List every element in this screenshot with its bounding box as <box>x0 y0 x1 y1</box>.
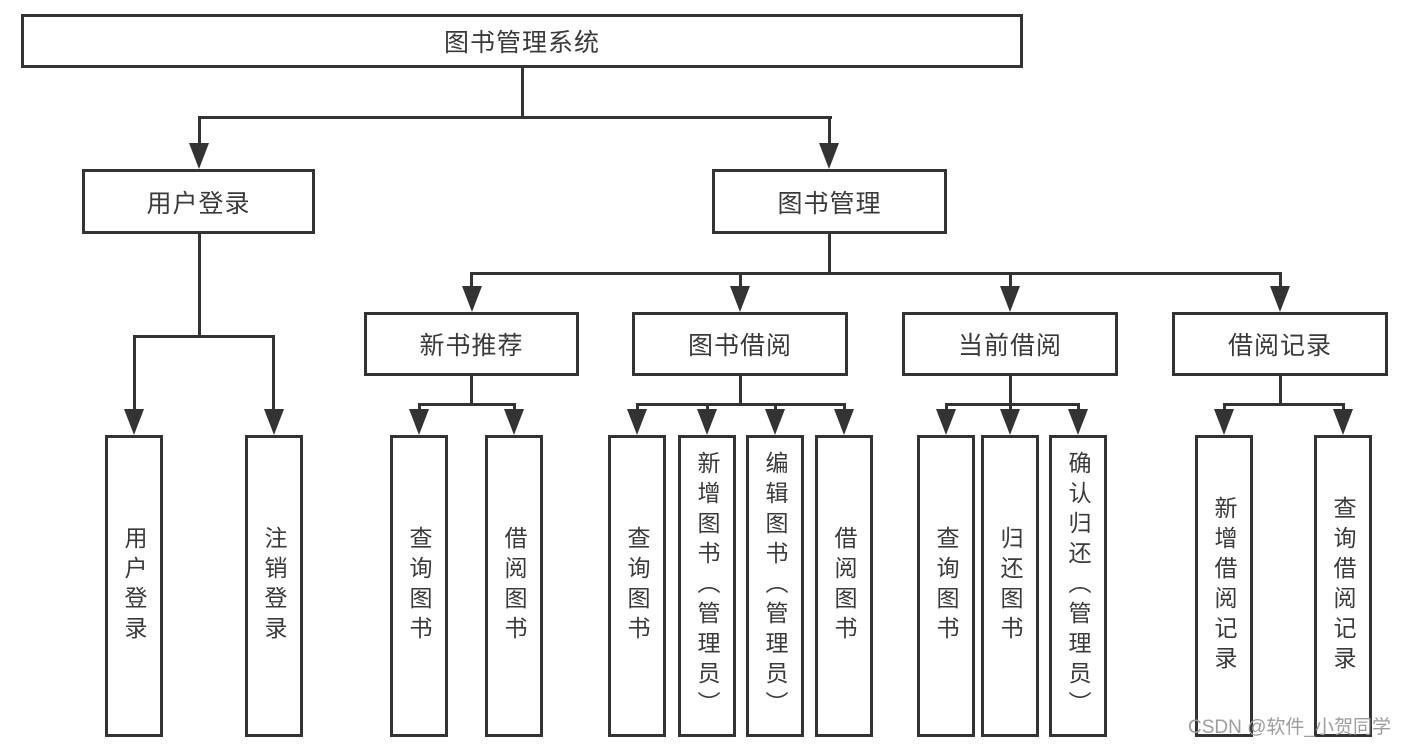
connector-line <box>1076 403 1080 413</box>
node-book-management-label: 图书管理 <box>777 189 882 218</box>
connector-line <box>827 234 831 272</box>
connector-line <box>1222 403 1345 406</box>
arrow-down-icon <box>697 409 717 435</box>
leaf-return-books: 归还图书 <box>981 435 1039 737</box>
connector-line <box>635 403 639 413</box>
arrow-down-icon <box>409 409 429 435</box>
connector-line <box>635 403 846 406</box>
connector-line <box>417 403 516 406</box>
arrow-down-icon <box>461 286 482 312</box>
leaf-borrow-books-2: 借阅图书 <box>815 435 873 737</box>
connector-line <box>197 234 201 335</box>
connector-line <box>132 335 136 411</box>
leaf-label: 查询借阅记录 <box>1330 496 1356 676</box>
connector-line <box>1008 272 1012 288</box>
connector-line <box>773 403 777 413</box>
connector-line <box>842 403 846 413</box>
leaf-label: 查询图书 <box>624 526 650 646</box>
arrow-down-icon <box>263 409 284 435</box>
connector-line <box>1278 376 1282 403</box>
connector-line <box>417 403 421 413</box>
arrow-down-icon <box>1214 409 1234 435</box>
node-current-borrow-label: 当前借阅 <box>957 332 1062 360</box>
leaf-label: 确认归还（管理员） <box>1065 451 1091 721</box>
arrow-down-icon <box>1000 286 1020 312</box>
connector-line <box>272 335 275 411</box>
node-root: 图书管理系统 <box>21 14 1023 68</box>
leaf-query-books-3: 查询图书 <box>917 435 975 737</box>
leaf-confirm-return-admin: 确认归还（管理员） <box>1049 435 1107 737</box>
node-new-book-recommend-label: 新书推荐 <box>419 332 524 360</box>
connector-line <box>738 272 742 288</box>
leaf-query-books-1: 查询图书 <box>390 435 448 737</box>
connector-line <box>1278 272 1282 288</box>
connector-line <box>944 403 948 413</box>
leaf-user-login: 用户登录 <box>105 435 163 737</box>
arrow-down-icon <box>1068 409 1088 435</box>
arrow-down-icon <box>936 409 956 435</box>
leaf-label: 编辑图书（管理员） <box>762 451 788 721</box>
node-borrow-records-label: 借阅记录 <box>1227 332 1332 360</box>
arrow-down-icon <box>504 409 524 435</box>
arrow-down-icon <box>1000 409 1020 435</box>
connector-line <box>1222 403 1226 413</box>
leaf-label: 查询图书 <box>933 526 959 646</box>
leaf-add-borrow-record: 新增借阅记录 <box>1195 435 1253 737</box>
node-current-borrow: 当前借阅 <box>902 312 1118 376</box>
connector-line <box>520 68 524 116</box>
leaf-query-borrow-record: 查询借阅记录 <box>1314 435 1372 737</box>
connector-line <box>705 403 709 413</box>
connector-line <box>470 272 1282 275</box>
node-book-borrow: 图书借阅 <box>632 312 848 376</box>
connector-line <box>470 272 473 288</box>
connector-line <box>1008 376 1012 403</box>
node-borrow-records: 借阅记录 <box>1172 312 1388 376</box>
leaf-query-books-2: 查询图书 <box>608 435 666 737</box>
leaf-label: 归还图书 <box>997 526 1023 646</box>
connector-line <box>470 376 473 403</box>
leaf-label: 借阅图书 <box>831 526 857 646</box>
connector-line <box>197 116 832 119</box>
leaf-edit-books-admin: 编辑图书（管理员） <box>746 435 804 737</box>
leaf-label: 注销登录 <box>261 526 287 646</box>
connector-line <box>944 403 1080 406</box>
arrow-down-icon <box>627 409 647 435</box>
arrow-down-icon <box>1270 286 1290 312</box>
arrow-down-icon <box>189 143 209 169</box>
node-user-login-label: 用户登录 <box>146 189 251 218</box>
watermark: CSDN @软件_小贺同学 <box>1188 717 1391 738</box>
connector-line <box>1008 403 1012 413</box>
leaf-borrow-books-1: 借阅图书 <box>485 435 543 737</box>
leaf-label: 用户登录 <box>121 526 147 646</box>
node-new-book-recommend: 新书推荐 <box>364 312 579 376</box>
arrow-down-icon <box>124 409 144 435</box>
arrow-down-icon <box>765 409 785 435</box>
connector-line <box>738 376 742 403</box>
leaf-label: 新增借阅记录 <box>1211 496 1237 676</box>
connector-line <box>132 335 275 338</box>
leaf-add-books-admin: 新增图书（管理员） <box>678 435 736 737</box>
connector-line <box>197 116 201 146</box>
leaf-label: 新增图书（管理员） <box>694 451 720 721</box>
arrow-down-icon <box>1333 409 1353 435</box>
node-book-borrow-label: 图书借阅 <box>687 332 792 360</box>
connector-line <box>1341 403 1345 413</box>
arrow-down-icon <box>819 143 839 169</box>
node-book-management: 图书管理 <box>712 169 947 234</box>
leaf-logout: 注销登录 <box>245 435 303 737</box>
arrow-down-icon <box>834 409 854 435</box>
leaf-label: 查询图书 <box>406 526 432 646</box>
connector-line <box>827 116 831 146</box>
connector-line <box>512 403 516 413</box>
node-root-label: 图书管理系统 <box>443 29 600 57</box>
arrow-down-icon <box>730 286 750 312</box>
node-user-login: 用户登录 <box>82 169 315 234</box>
leaf-label: 借阅图书 <box>501 526 527 646</box>
